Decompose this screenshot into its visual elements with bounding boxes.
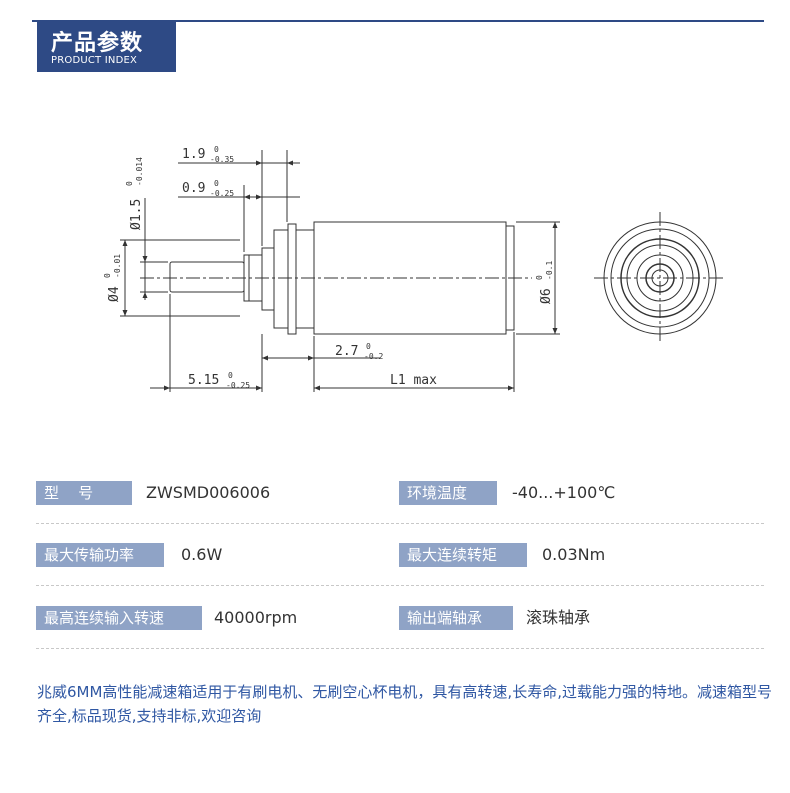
- dim-0-9: 0.9: [182, 181, 205, 196]
- spec-value-max-power: 0.6W: [181, 545, 223, 564]
- section-title: 产品参数: [51, 31, 144, 56]
- end-view-outer-ring: [603, 221, 717, 335]
- side-view: [120, 150, 560, 392]
- dim-dia-4: Ø4: [107, 286, 122, 302]
- dim-2-7: 2.7: [335, 344, 358, 359]
- row-divider: [36, 523, 764, 524]
- dim-2-7-tol: -0.2: [364, 352, 383, 361]
- spec-value-env-temp: -40...+100℃: [512, 483, 616, 502]
- dim-dia-4-upper: 0: [103, 273, 112, 278]
- row-divider: [36, 648, 764, 649]
- technical-drawing: 1.9 0 -0.35 0.9 0 -0.25 Ø1.5 0 -0.014 Ø4…: [103, 145, 726, 392]
- flange: [273, 229, 289, 329]
- header-rule: [32, 20, 764, 22]
- dim-5-15: 5.15: [188, 373, 219, 388]
- dim-dia-1-5-tol: -0.014: [135, 157, 144, 186]
- dim-5-15-tol: -0.25: [226, 381, 250, 390]
- spec-label-bearing: 输出端轴承: [399, 606, 513, 630]
- dim-5-15-upper: 0: [228, 371, 233, 380]
- dim-l1-max: L1 max: [390, 373, 437, 388]
- product-description: 兆威6MM高性能减速箱适用于有刷电机、无刷空心杯电机，具有高转速,长寿命,过载能…: [37, 683, 772, 725]
- spec-value-max-torque: 0.03Nm: [542, 545, 606, 564]
- dim-1-9: 1.9: [182, 147, 205, 162]
- spec-label-env-temp: 环境温度: [399, 481, 497, 505]
- spec-value-max-speed: 40000rpm: [214, 608, 298, 627]
- spec-label-model: 型 号: [36, 481, 132, 505]
- dim-dia-6-tol: -0.1: [545, 261, 554, 280]
- spec-label-max-torque: 最大连续转矩: [399, 543, 527, 567]
- dim-1-9-tol: -0.35: [210, 155, 234, 164]
- section-header: 产品参数 PRODUCT INDEX: [37, 21, 176, 72]
- dim-0-9-upper: 0: [214, 179, 219, 188]
- dim-dia-6: Ø6: [539, 288, 554, 304]
- row-divider: [36, 585, 764, 586]
- spec-value-bearing: 滚珠轴承: [526, 608, 591, 627]
- dim-2-7-upper: 0: [366, 342, 371, 351]
- end-view: [594, 212, 726, 344]
- dim-dia-1-5-upper: 0: [125, 181, 134, 186]
- body-end: [505, 225, 515, 331]
- dim-1-9-upper: 0: [214, 145, 219, 154]
- dimension-arrows: [122, 160, 558, 391]
- section-subtitle: PRODUCT INDEX: [51, 55, 138, 66]
- dim-0-9-tol: -0.25: [210, 189, 234, 198]
- flange-outer: [287, 223, 297, 335]
- flange-step: [295, 229, 315, 329]
- spec-label-max-speed: 最高连续输入转速: [36, 606, 202, 630]
- spec-value-model: ZWSMD006006: [146, 483, 271, 502]
- dim-dia-6-upper: 0: [535, 275, 544, 280]
- output-shaft: [169, 261, 245, 293]
- dim-dia-1-5: Ø1.5: [129, 199, 144, 230]
- flange-small: [261, 247, 275, 311]
- spec-label-max-power: 最大传输功率: [36, 543, 164, 567]
- dim-dia-4-tol: -0.01: [113, 254, 122, 278]
